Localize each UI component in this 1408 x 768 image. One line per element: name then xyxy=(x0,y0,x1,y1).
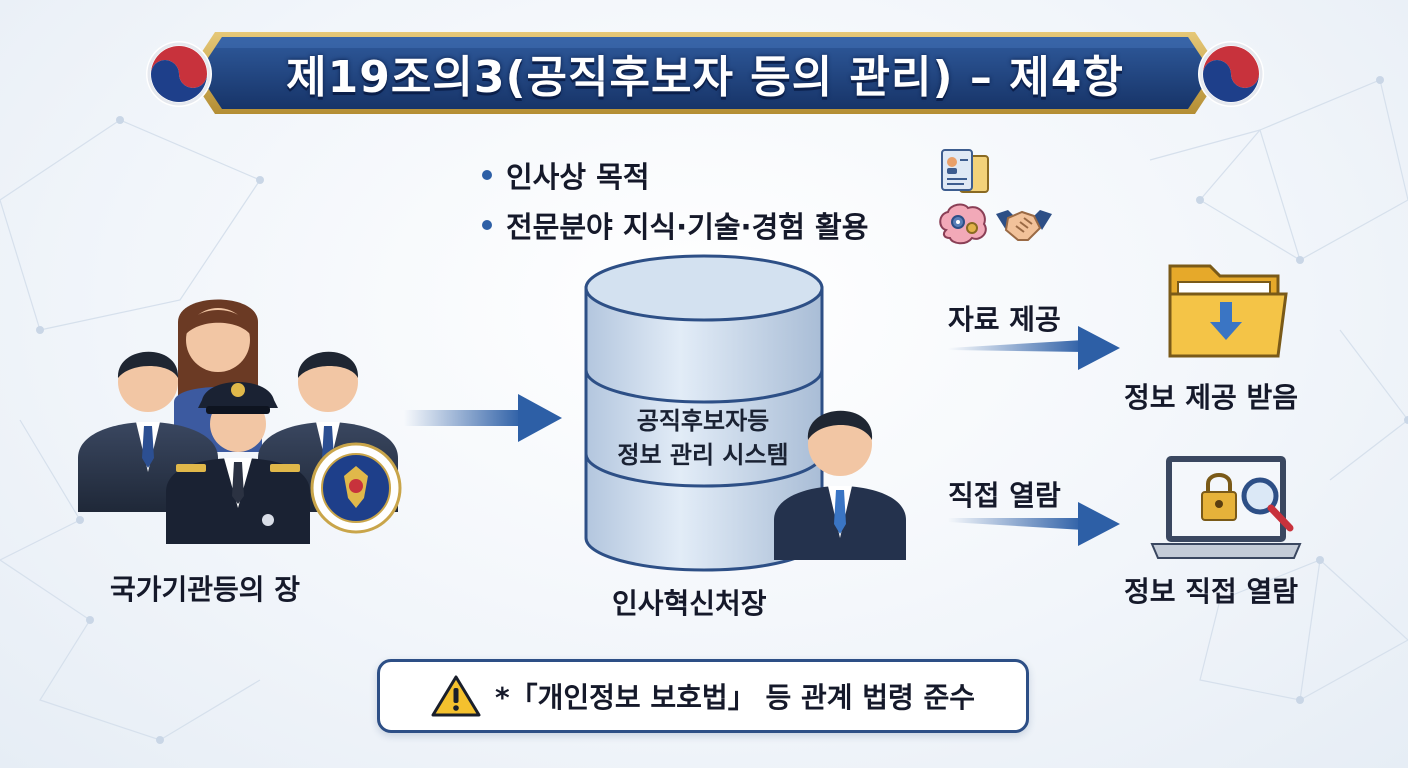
database-label: 공직후보자등 정보 관리 시스템 xyxy=(578,404,828,472)
purpose-text: 전문분야 지식·기술·경험 활용 xyxy=(506,210,869,244)
provide-data-result-label: 정보 제공 받음 xyxy=(1124,381,1299,414)
purpose-list: 인사상 목적 전문분야 지식·기술·경험 활용 xyxy=(482,150,868,250)
police-emblem-icon xyxy=(310,442,402,534)
title-banner: 제19조의3(공직후보자 등의 관리) – 제4항 xyxy=(0,0,1408,140)
provide-data-label: 자료 제공 xyxy=(948,303,1061,336)
page-title: 제19조의3(공직후보자 등의 관리) – 제4항 xyxy=(286,52,1124,103)
database-label-line2: 정보 관리 시스템 xyxy=(617,441,789,469)
left-actor-label: 국가기관등의 장 xyxy=(110,573,301,606)
purpose-item: 전문분야 지식·기술·경험 활용 xyxy=(482,200,868,250)
flow-arrow xyxy=(404,394,562,442)
laptop-lock-search-icon xyxy=(1150,456,1302,559)
compliance-notice: *「개인정보 보호법」 등 관계 법령 준수 xyxy=(377,659,1029,733)
direct-view-label: 직접 열람 xyxy=(948,479,1061,512)
provide-data-arrow xyxy=(948,326,1120,370)
handshake-icon xyxy=(996,210,1052,241)
banner-shape xyxy=(188,32,1222,114)
bullet-icon xyxy=(482,220,492,230)
notice-text: *「개인정보 보호법」 등 관계 법령 준수 xyxy=(494,681,976,714)
warning-icon xyxy=(431,675,481,717)
system-owner-label: 인사혁신처장 xyxy=(612,587,767,620)
database-icon xyxy=(584,254,824,572)
bullet-icon xyxy=(482,170,492,180)
brain-gears-icon xyxy=(939,203,987,245)
government-officials-icon xyxy=(78,299,398,544)
administrator-icon xyxy=(774,410,906,560)
taegeuk-emblem-icon xyxy=(146,41,212,107)
purpose-text: 인사상 목적 xyxy=(506,160,650,194)
resume-icon xyxy=(941,149,989,193)
taegeuk-emblem-icon xyxy=(1198,41,1264,107)
purpose-item: 인사상 목적 xyxy=(482,150,868,200)
folder-download-icon xyxy=(1168,264,1288,358)
direct-view-result-label: 정보 직접 열람 xyxy=(1124,575,1299,608)
direct-view-arrow xyxy=(948,502,1120,546)
database-label-line1: 공직후보자등 xyxy=(636,407,770,435)
